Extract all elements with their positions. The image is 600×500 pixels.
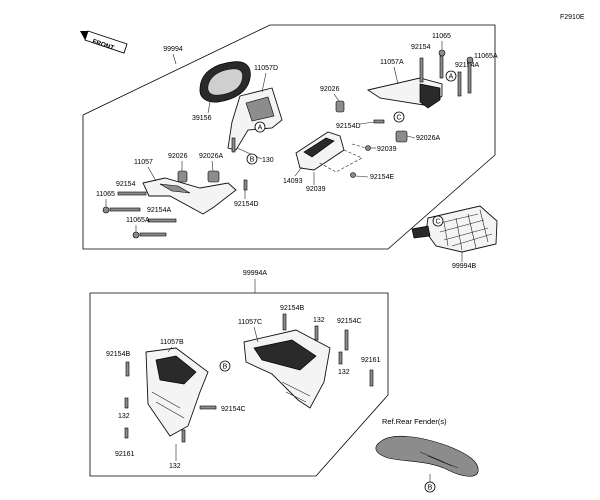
label-132-left: 132	[118, 413, 130, 420]
label-11057B: 11057B	[160, 339, 184, 346]
part-14093	[295, 131, 345, 171]
part-92161-right	[369, 369, 374, 387]
part-11057C	[243, 329, 331, 409]
label-92039-right: 92039	[377, 146, 397, 153]
part-92154A-right	[457, 71, 462, 97]
part-132-mid	[338, 351, 343, 365]
part-92154B-left	[125, 361, 130, 377]
label-11065A-right: 11065A	[474, 53, 498, 60]
label-92026-mid: 92026	[320, 86, 340, 93]
front-arrow-icon: FRONT	[80, 30, 128, 54]
label-99994: 99994	[163, 46, 183, 53]
label-132-top: 132	[313, 317, 325, 324]
part-11057B	[145, 347, 209, 437]
label-11057D: 11057D	[254, 65, 278, 72]
label-14093: 14093	[283, 178, 303, 185]
part-99994B	[411, 205, 498, 253]
part-92154-left	[117, 191, 147, 196]
label-11065-right: 11065	[432, 33, 451, 40]
part-132-bottom	[181, 429, 186, 443]
label-92154B-left: 92154B	[106, 351, 130, 358]
part-92026A-right	[395, 130, 408, 143]
label-92026A-right: 92026A	[416, 135, 440, 142]
label-11057: 11057	[134, 159, 153, 166]
part-11065A-left	[132, 231, 167, 239]
part-11057A	[366, 77, 443, 109]
label-11057C: 11057C	[238, 319, 262, 326]
part-11065-right	[438, 49, 446, 79]
label-92154A-left: 92154A	[147, 207, 171, 214]
label-92154C-top: 92154C	[337, 318, 362, 325]
ref-note: Ref.Rear Fender(s)	[382, 417, 447, 426]
label-11057A: 11057A	[380, 59, 404, 66]
label-11065A-left: 11065A	[126, 217, 150, 224]
part-92039-right	[365, 145, 371, 151]
label-99994B: 99994B	[452, 263, 476, 270]
part-92161-left	[124, 427, 129, 439]
label-132-bottom: 132	[169, 463, 181, 470]
label-92026A-left: 92026A	[199, 153, 223, 160]
label-92161-left: 92161	[115, 451, 135, 458]
label-130: 130	[262, 157, 274, 164]
part-132-left	[124, 397, 129, 409]
upper-kit-frame	[82, 24, 496, 250]
label-92154A-right: 92154A	[455, 62, 479, 69]
label-92039-low: 92039	[306, 186, 326, 193]
label-92154-right: 92154	[411, 44, 431, 51]
label-92154C-mid: 92154C	[221, 406, 246, 413]
part-11057D	[227, 87, 283, 151]
label-99994A: 99994A	[243, 270, 267, 277]
part-92154A-left	[147, 218, 177, 223]
part-11065-left	[102, 206, 141, 214]
part-92026-left	[177, 170, 188, 183]
part-92154B-top	[282, 313, 287, 331]
callout-c-carrier: C	[435, 219, 440, 226]
label-92154E: 92154E	[370, 174, 394, 181]
label-92154B-top: 92154B	[280, 305, 304, 312]
label-92154D-mid: 92154D	[336, 123, 361, 130]
part-39156	[199, 61, 251, 103]
callout-c-upper: C	[396, 115, 401, 122]
part-rear-fender	[375, 435, 479, 477]
callout-a-upper-right: A	[449, 74, 454, 81]
part-11065A-right	[466, 56, 474, 94]
part-92154D	[243, 179, 248, 191]
label-11065-left: 11065	[96, 191, 115, 198]
part-92154D-mid	[373, 119, 385, 124]
lower-kit-frame	[89, 292, 389, 477]
callout-b-lower: B	[223, 364, 228, 371]
callout-b-upper: B	[250, 157, 255, 164]
part-92154C-mid	[199, 405, 217, 410]
label-92154-left: 92154	[116, 181, 136, 188]
part-11057	[142, 177, 237, 215]
label-39156: 39156	[192, 115, 212, 122]
label-92161-right: 92161	[361, 357, 381, 364]
part-92026A-left	[207, 170, 220, 183]
part-92154-right	[419, 57, 424, 83]
part-92154E	[350, 172, 356, 178]
label-132-mid: 132	[338, 369, 350, 376]
part-132-top	[314, 325, 319, 341]
part-92026-mid	[335, 100, 345, 113]
callout-a-upper-left: A	[258, 125, 263, 132]
callout-b-fender: B	[428, 485, 433, 492]
figure-code: F2910E	[560, 14, 585, 21]
part-92154C-top	[344, 329, 349, 351]
label-92026-left: 92026	[168, 153, 188, 160]
label-92154D: 92154D	[234, 201, 259, 208]
part-130	[231, 137, 236, 153]
